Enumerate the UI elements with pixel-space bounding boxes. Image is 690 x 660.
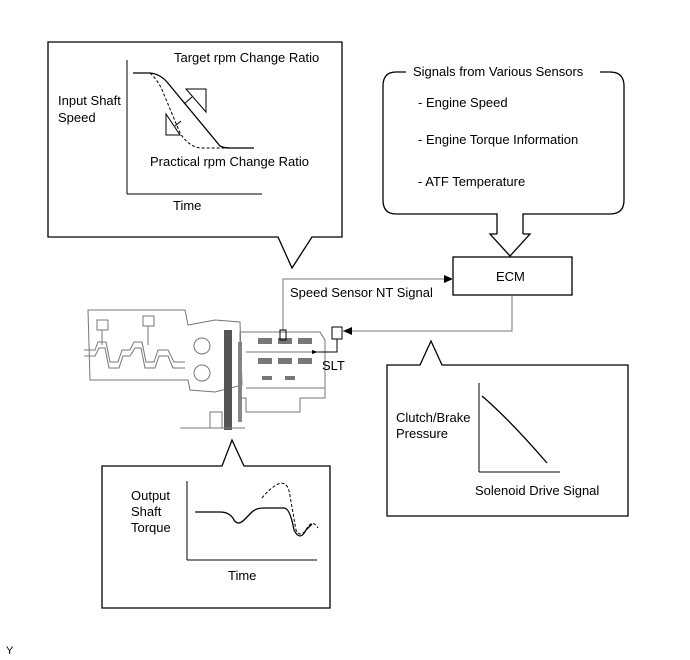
input-speed-ylabel-2: Speed bbox=[58, 110, 96, 125]
practical-ratio-label: Practical rpm Change Ratio bbox=[150, 154, 309, 169]
signal-engine-speed: - Engine Speed bbox=[418, 95, 508, 110]
input-speed-callout: Input Shaft Speed Target rpm Change Rati… bbox=[47, 41, 343, 270]
signals-title: Signals from Various Sensors bbox=[413, 64, 584, 79]
speed-signal-arrowhead bbox=[444, 275, 453, 283]
piston-icons bbox=[96, 315, 155, 331]
torque-solid-curve bbox=[195, 507, 313, 537]
torque-callout: Output Shaft Torque Time bbox=[101, 438, 331, 609]
input-speed-ylabel-1: Input Shaft bbox=[58, 93, 121, 108]
speed-sensor-label: Speed Sensor NT Signal bbox=[290, 285, 433, 300]
pressure-curve bbox=[481, 395, 548, 464]
practical-arrow bbox=[174, 120, 182, 127]
gear-stack bbox=[224, 330, 232, 430]
signal-atf-temperature: - ATF Temperature bbox=[418, 174, 525, 189]
signals-to-ecm-arrow bbox=[488, 233, 532, 257]
pressure-ylabel-1: Clutch/Brake bbox=[396, 410, 470, 425]
slt-label: SLT bbox=[322, 358, 345, 373]
input-speed-xlabel: Time bbox=[173, 198, 201, 213]
target-slope-triangle bbox=[184, 88, 207, 114]
torque-xlabel: Time bbox=[228, 568, 256, 583]
torque-ylabel-1: Output bbox=[131, 488, 170, 503]
target-ratio-label: Target rpm Change Ratio bbox=[174, 50, 319, 65]
ecm-block: ECM bbox=[452, 256, 573, 296]
torque-dashed-curve bbox=[261, 482, 319, 535]
ecm-to-slt bbox=[343, 295, 513, 335]
practical-curve bbox=[149, 72, 230, 149]
transmission-illustration: SLT bbox=[84, 309, 345, 430]
practical-slope-triangle bbox=[165, 112, 181, 136]
torque-ylabel-2: Shaft bbox=[131, 504, 162, 519]
slt-arrowhead bbox=[343, 327, 352, 335]
torque-ylabel-3: Torque bbox=[131, 520, 171, 535]
corner-mark: Y bbox=[6, 645, 14, 657]
pressure-ylabel-2: Pressure bbox=[396, 426, 448, 441]
ecm-label: ECM bbox=[496, 269, 525, 284]
signal-engine-torque: - Engine Torque Information bbox=[418, 132, 578, 147]
speed-sensor-signal: Speed Sensor NT Signal bbox=[282, 275, 453, 331]
output-gear bbox=[209, 411, 223, 429]
signals-box: Signals from Various Sensors - Engine Sp… bbox=[382, 64, 625, 257]
target-arrow bbox=[183, 96, 193, 105]
target-curve bbox=[133, 72, 254, 149]
slt-solenoid bbox=[331, 326, 343, 340]
nt-speed-sensor bbox=[279, 329, 287, 341]
pressure-xlabel: Solenoid Drive Signal bbox=[475, 483, 599, 498]
pressure-callout: Clutch/Brake Pressure Solenoid Drive Sig… bbox=[386, 339, 629, 517]
